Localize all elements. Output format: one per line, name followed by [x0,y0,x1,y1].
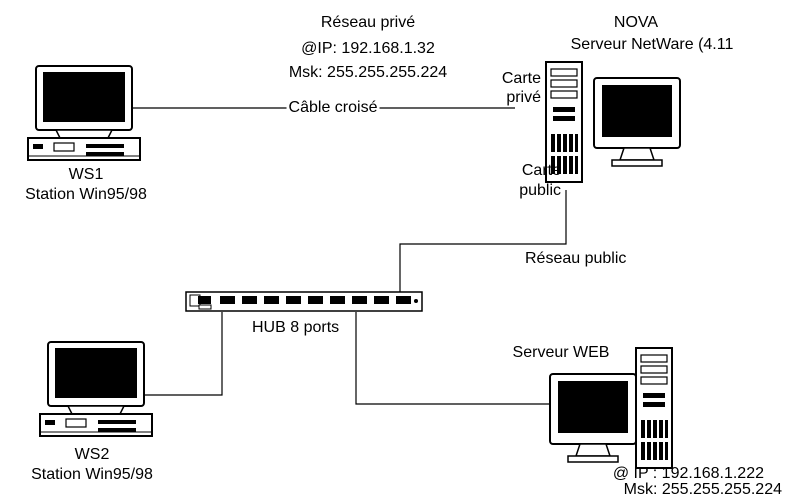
nova-name: NOVA [613,14,659,31]
ws1-computer-icon [27,65,141,161]
ws2-cable [140,312,223,396]
private-network-ip: @IP: 192.168.1.32 [301,40,435,57]
hub-icon [185,291,423,312]
web-server-mask: Msk: 255.255.255.224 [623,481,782,498]
web-server-ip: @ IP : 192.168.1.222 [612,465,764,482]
public-network-label: Réseau public [525,250,627,267]
ws2-computer-icon [39,341,153,437]
web-server-title: Serveur WEB [512,344,610,361]
private-network-title: Réseau privé [320,14,416,31]
nova-description: Serveur NetWare (4.11 [570,36,734,53]
ws1-name: WS1 [68,166,104,183]
nova-private-card-label-line1: Carte [501,70,541,87]
web-server-tower-icon [635,347,673,469]
cables [133,107,567,405]
private-network-mask: Msk: 255.255.255.224 [288,64,448,81]
web-server-monitor-icon [549,373,637,463]
crossover-cable-label: Câble croisé [286,99,380,117]
nova-public-card-label-line2: public [519,182,561,199]
public-network-cable [399,190,567,298]
web-server-cable [355,312,550,405]
nova-private-card-label-line2: privé [506,89,541,106]
nova-public-card-label-line1: Carte [521,162,561,179]
ws1-description: Station Win95/98 [25,186,147,203]
hub-label: HUB 8 ports [252,319,340,336]
ws2-description: Station Win95/98 [31,466,153,483]
ws2-name: WS2 [74,446,110,463]
nova-monitor-icon [593,77,681,167]
